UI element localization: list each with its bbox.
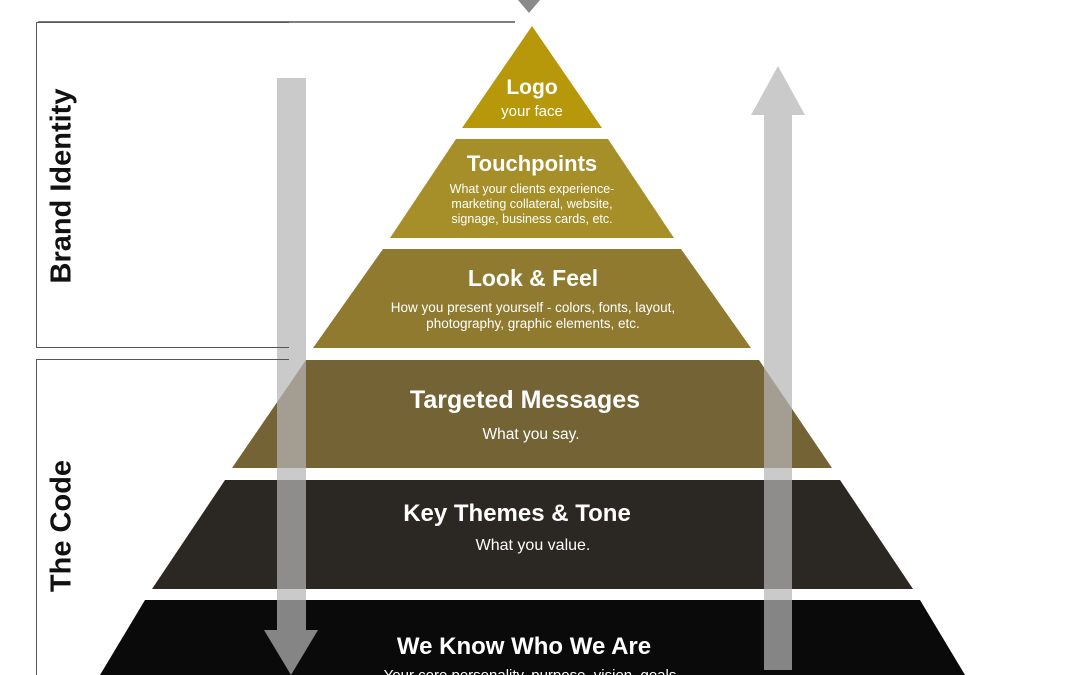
tier-key-themes-shape: [152, 480, 913, 589]
tier-logo-subtitle: your face: [501, 103, 563, 120]
tier-logo-title: Logo: [506, 76, 558, 99]
tier-targeted-messages-subtitle: What you say.: [482, 426, 580, 443]
up-arrow-icon: [751, 66, 805, 670]
tier-look-feel-subtitle: How you present yourself - colors, fonts…: [390, 300, 676, 332]
brand-identity-bracket: [36, 22, 289, 348]
tier-targeted-messages-title: Targeted Messages: [409, 386, 641, 414]
tier-touchpoints-title: Touchpoints: [466, 151, 598, 176]
down-arrow-icon: [264, 78, 318, 675]
tier-logo-shape: [462, 26, 602, 128]
top-pointer-icon: [518, 0, 540, 13]
tier-look-feel-shape: [313, 249, 751, 348]
tier-key-themes-title: Key Themes & Tone: [403, 500, 631, 527]
tier-touchpoints-subtitle: What your clients experience- marketing …: [449, 182, 615, 226]
tier-key-themes-subtitle: What you value.: [475, 537, 591, 554]
tier-touchpoints-shape: [390, 139, 674, 238]
brand-identity-label: Brand Identity: [45, 88, 78, 284]
tier-we-know-subtitle: Your core personality, purpose, vision, …: [384, 667, 677, 675]
tier-look-feel-title: Look & Feel: [467, 265, 599, 291]
the-code-label: The Code: [45, 459, 78, 593]
tier-shapes: [100, 26, 965, 675]
tier-we-know-shape: [100, 600, 965, 675]
the-code-bracket: [36, 359, 289, 675]
tier-we-know-title: We Know Who We Are: [396, 633, 652, 660]
tier-targeted-messages-shape: [232, 360, 832, 468]
arrows: [264, 66, 805, 675]
